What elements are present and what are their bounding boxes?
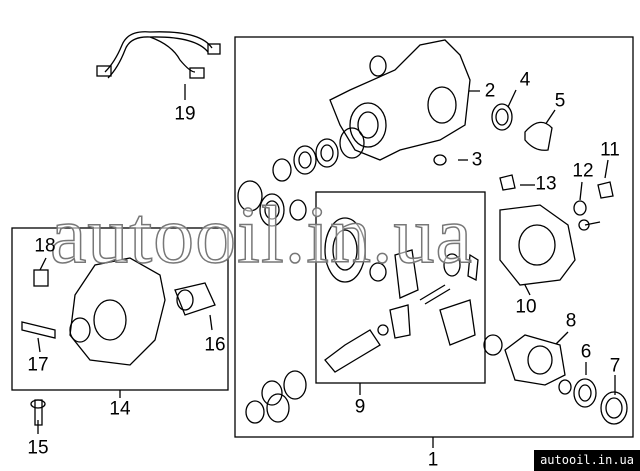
callout-1: 1	[427, 449, 439, 471]
assembly-box-1	[234, 36, 634, 438]
callout-13: 13	[535, 173, 557, 195]
callout-16: 16	[204, 334, 226, 356]
callout-14: 14	[109, 398, 131, 420]
ring-and-pinion-gears	[324, 217, 479, 373]
differential-assembly	[21, 257, 216, 426]
callout-18: 18	[34, 235, 56, 257]
rear-cover	[499, 204, 576, 286]
callout-17: 17	[27, 354, 49, 376]
callout-11: 11	[600, 139, 620, 161]
callout-15: 15	[27, 437, 49, 459]
wiring-harness	[96, 31, 221, 79]
callout-8: 8	[565, 310, 577, 332]
callout-5: 5	[554, 90, 566, 112]
callout-2: 2	[484, 80, 496, 102]
callout-4: 4	[519, 69, 531, 91]
watermark-text: autooil.in.ua	[49, 188, 473, 281]
callout-6: 6	[580, 341, 592, 363]
callout-19: 19	[174, 103, 196, 125]
callout-7: 7	[609, 355, 621, 377]
callout-12: 12	[572, 160, 594, 182]
callout-9: 9	[354, 396, 366, 418]
callout-10: 10	[515, 296, 537, 318]
differential-case	[245, 334, 628, 425]
callout-3: 3	[471, 149, 483, 171]
gear-set-box-9	[315, 191, 486, 384]
bearings-seals	[237, 55, 614, 231]
site-badge: autooil.in.ua	[534, 450, 640, 471]
leader-lines	[37, 84, 616, 448]
carrier-housing	[329, 39, 471, 161]
